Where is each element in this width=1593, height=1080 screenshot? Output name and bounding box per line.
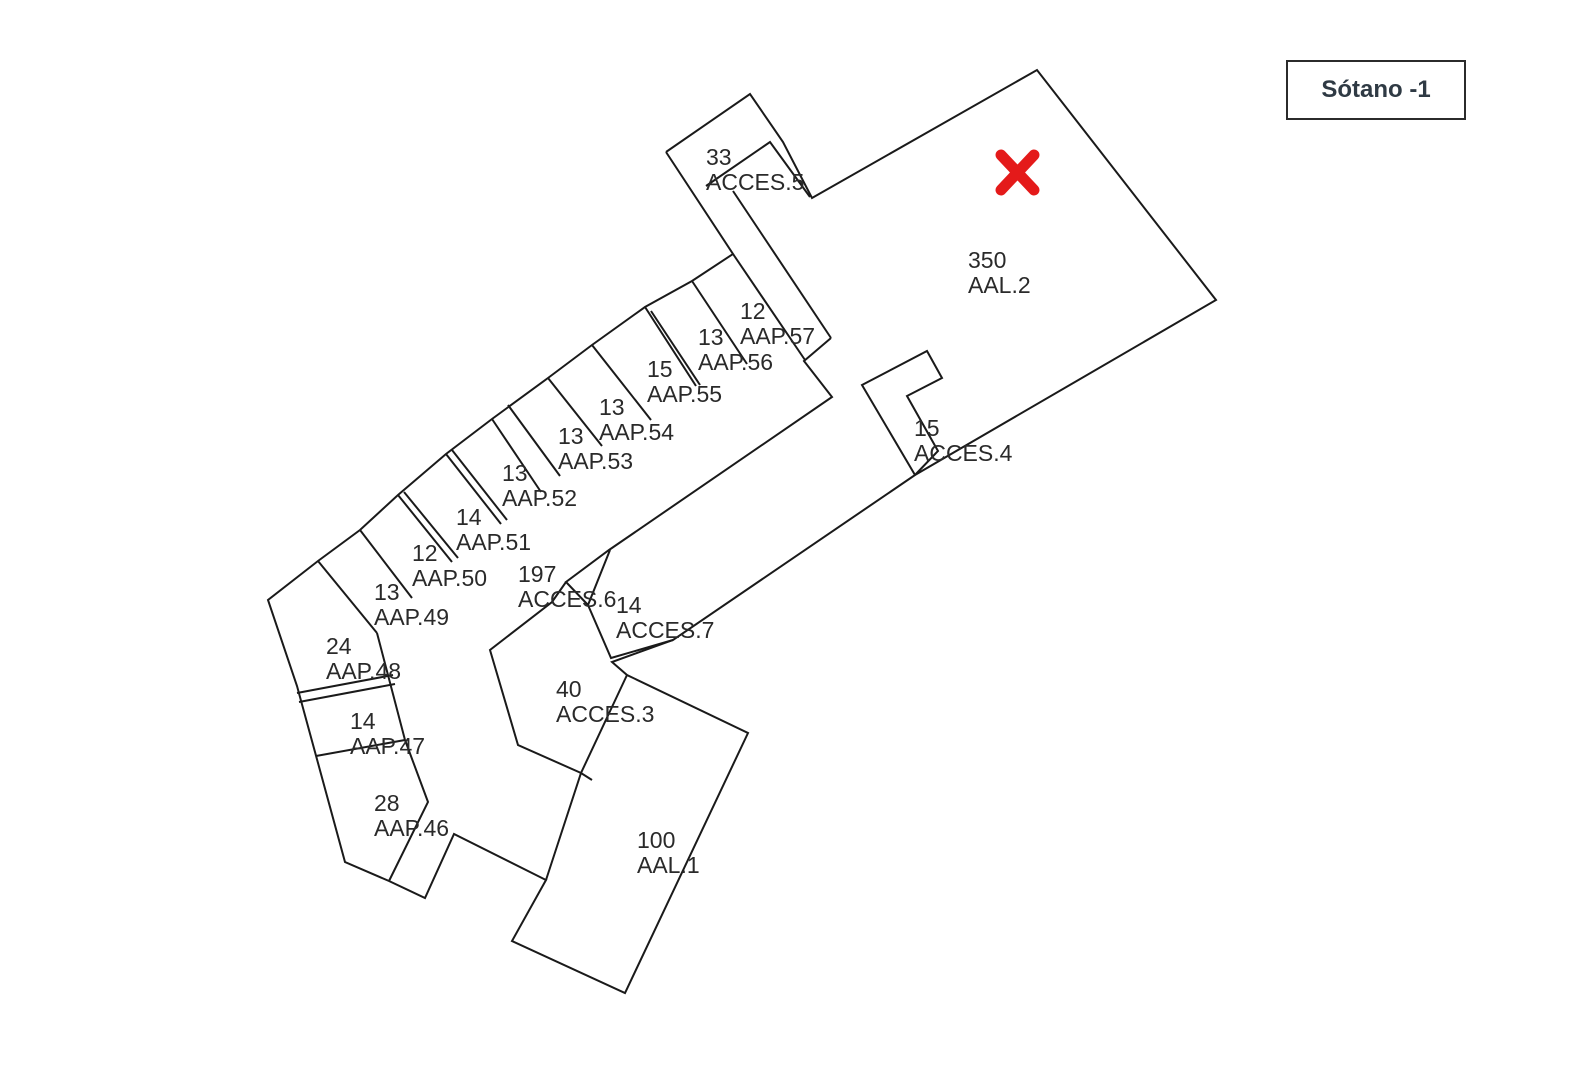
floor-label: Sótano -1 bbox=[1286, 60, 1466, 120]
room-code-aap56: AAP.56 bbox=[698, 349, 773, 375]
room-code-aap48: AAP.48 bbox=[326, 658, 401, 684]
walls bbox=[266, 68, 1218, 995]
red-x-icon bbox=[995, 149, 1040, 196]
wall-acces6 bbox=[488, 581, 593, 781]
room-area-aap46: 28 bbox=[374, 790, 400, 816]
wall-p51a bbox=[445, 453, 502, 525]
room-area-acces6: 197 bbox=[518, 561, 556, 587]
wall-aal1 bbox=[545, 674, 628, 881]
room-area-aap54: 13 bbox=[599, 394, 625, 420]
room-area-aap50: 12 bbox=[412, 540, 438, 566]
room-code-aap55: AAP.55 bbox=[647, 381, 722, 407]
wall-p50a bbox=[397, 494, 453, 563]
room-area-aal2: 350 bbox=[968, 247, 1006, 273]
room-area-aap51: 14 bbox=[456, 504, 482, 530]
wall-p48 bbox=[317, 560, 378, 634]
room-area-acces5: 33 bbox=[706, 144, 732, 170]
room-area-aap56: 13 bbox=[698, 324, 724, 350]
room-labels: 33ACCES.5350AAL.212AAP.5713AAP.5615AAP.5… bbox=[326, 144, 1031, 878]
room-area-acces7: 14 bbox=[616, 592, 642, 618]
wall-p46-front bbox=[388, 739, 430, 882]
room-area-acces3: 40 bbox=[556, 676, 582, 702]
room-code-aap53: AAP.53 bbox=[558, 448, 633, 474]
wall-acces5 bbox=[705, 140, 811, 198]
wall-p56 bbox=[644, 306, 697, 387]
room-code-aap57: AAP.57 bbox=[740, 323, 815, 349]
wall-p55 bbox=[591, 344, 652, 421]
wall-acces7 bbox=[587, 604, 674, 660]
room-code-acces3: ACCES.3 bbox=[556, 701, 654, 727]
wall-p51b bbox=[451, 449, 508, 521]
room-code-acces4: ACCES.4 bbox=[914, 440, 1013, 466]
room-code-aap50: AAP.50 bbox=[412, 565, 487, 591]
room-area-aap53: 13 bbox=[558, 423, 584, 449]
room-code-aap52: AAP.52 bbox=[502, 485, 577, 511]
room-code-acces6: ACCES.6 bbox=[518, 586, 616, 612]
outer-wall bbox=[266, 68, 1218, 995]
wall-p50b bbox=[403, 491, 459, 559]
wall-acces5-corridor bbox=[732, 190, 832, 339]
room-area-aap49: 13 bbox=[374, 579, 400, 605]
room-code-acces5: ACCES.5 bbox=[706, 169, 804, 195]
wall-p47a bbox=[296, 674, 394, 694]
room-code-aal1: AAL.1 bbox=[637, 852, 700, 878]
wall-p54 bbox=[547, 377, 603, 447]
room-code-aap47: AAP.47 bbox=[350, 733, 425, 759]
wall-p56b bbox=[650, 310, 701, 386]
room-code-aap51: AAP.51 bbox=[456, 529, 531, 555]
wall-p47b bbox=[298, 683, 396, 703]
room-code-aap54: AAP.54 bbox=[599, 419, 674, 445]
wall-p57 bbox=[691, 280, 748, 365]
wall-p46 bbox=[315, 739, 406, 757]
room-area-aal1: 100 bbox=[637, 827, 675, 853]
wall-p48-front bbox=[376, 632, 406, 741]
room-area-aap48: 24 bbox=[326, 633, 352, 659]
room-code-acces7: ACCES.7 bbox=[616, 617, 714, 643]
room-area-aap47: 14 bbox=[350, 708, 376, 734]
room-area-aap57: 12 bbox=[740, 298, 766, 324]
room-area-aap55: 15 bbox=[647, 356, 673, 382]
room-code-aap46: AAP.46 bbox=[374, 815, 449, 841]
wall-p53 bbox=[507, 404, 561, 477]
wall-p49 bbox=[359, 529, 413, 599]
wall-acces4 bbox=[860, 349, 944, 476]
room-code-aap49: AAP.49 bbox=[374, 604, 449, 630]
wall-shop-back bbox=[732, 253, 806, 361]
room-code-aal2: AAL.2 bbox=[968, 272, 1031, 298]
wall-p52 bbox=[491, 418, 542, 493]
room-area-aap52: 13 bbox=[502, 460, 528, 486]
room-area-acces4: 15 bbox=[914, 415, 940, 441]
